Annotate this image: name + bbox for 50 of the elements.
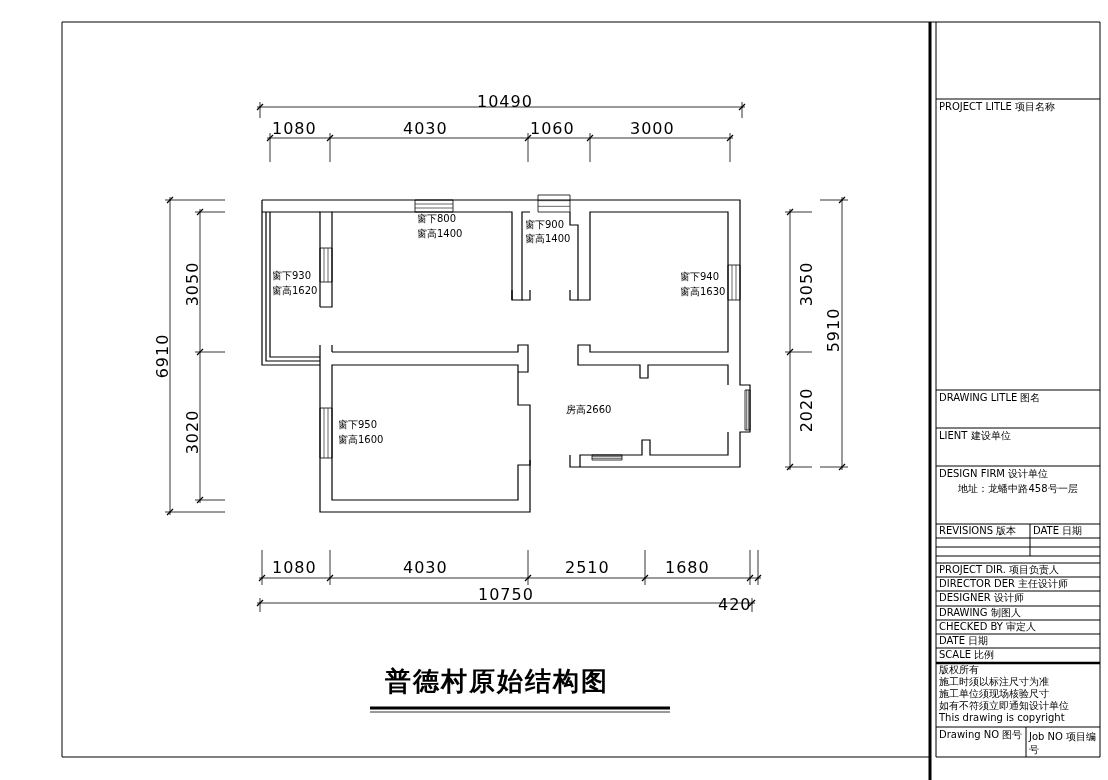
- dimension-text: 1060: [530, 121, 575, 137]
- note-text: 窗下900: [525, 220, 565, 230]
- note-text: DESIGN FIRM 设计单位: [939, 469, 1049, 479]
- note-text: 施工时须以标注尺寸为准: [939, 677, 1049, 687]
- dimension-text: 1080: [272, 121, 317, 137]
- note-text: 窗高1620: [272, 286, 318, 296]
- drawing-title: 普德村原始结构图: [385, 668, 609, 694]
- note-text: This drawing is copyright: [939, 713, 1065, 723]
- note-text: 窗下940: [680, 272, 720, 282]
- note-text: Drawing NO 图号: [939, 730, 1023, 740]
- dimension-text: 4030: [403, 121, 448, 137]
- note-text: 窗下800: [417, 214, 457, 224]
- dimension-text: 3050: [798, 261, 815, 307]
- dimension-text: 2510: [565, 560, 610, 576]
- note-text: PROJECT LITLE 项目名称: [939, 102, 1056, 112]
- note-text: SCALE 比例: [939, 650, 995, 660]
- note-text: DRAWING LITLE 图名: [939, 393, 1041, 403]
- note-text: 版权所有: [939, 665, 979, 675]
- note-text: LIENT 建设单位: [939, 431, 1011, 441]
- note-text: 窗高1600: [338, 435, 384, 445]
- note-text: DIRECTOR DER 主任设计师: [939, 579, 1069, 589]
- note-text: 施工单位须现场核验尺寸: [939, 689, 1049, 699]
- dimension-text: 3000: [630, 121, 675, 137]
- dimension-text: 420: [718, 597, 752, 613]
- note-text: 地址：龙蟠中路458号一层: [957, 482, 1079, 495]
- note-text: Job NO 项目编号: [1029, 730, 1098, 756]
- note-text: DATE 日期: [939, 636, 989, 646]
- note-text: 窗高1400: [525, 234, 571, 244]
- note-text: 窗高1630: [680, 287, 726, 297]
- note-text: DRAWING 制图人: [939, 608, 1021, 618]
- dimension-text: 1680: [665, 560, 710, 576]
- dimension-text: 2020: [798, 387, 815, 433]
- dimension-text: 6910: [154, 333, 171, 379]
- note-text: CHECKED BY 审定人: [939, 622, 1037, 632]
- note-text: 如有不符须立即通知设计单位: [939, 701, 1069, 711]
- note-text: DESIGNER 设计师: [939, 593, 1024, 603]
- note-text: REVISIONS 版本: [939, 526, 1017, 536]
- dimension-text: 1080: [272, 560, 317, 576]
- dimension-text: 5910: [825, 307, 842, 353]
- dimension-text: 3020: [184, 409, 201, 455]
- dimension-text: 4030: [403, 560, 448, 576]
- dimension-text: 10490: [477, 94, 533, 110]
- note-text: 窗下950: [338, 420, 378, 430]
- note-text: 窗下930: [272, 271, 312, 281]
- note-text: 房高2660: [566, 405, 612, 415]
- dimension-text: 3050: [184, 261, 201, 307]
- note-text: 窗高1400: [417, 229, 463, 239]
- note-text: PROJECT DIR. 项目负责人: [939, 565, 1059, 575]
- note-text: DATE 日期: [1033, 526, 1083, 536]
- dimension-text: 10750: [478, 587, 534, 603]
